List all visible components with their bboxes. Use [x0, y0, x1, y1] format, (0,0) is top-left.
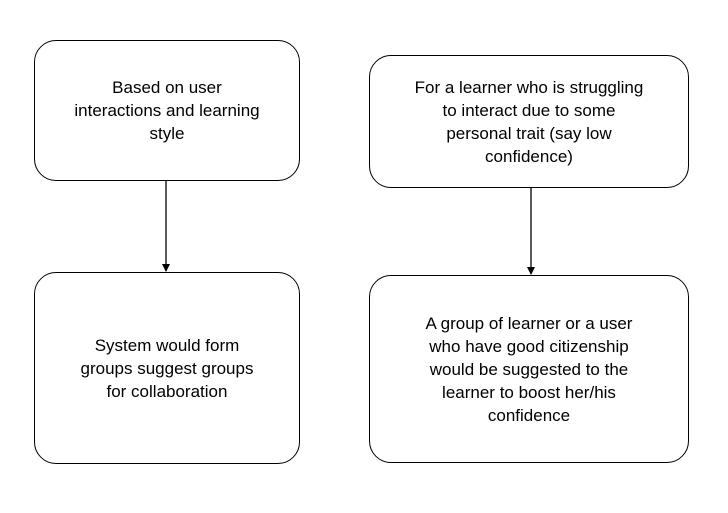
box-system-groups-text: System would form groups suggest groups … [80, 335, 254, 401]
box-system-groups: System would form groups suggest groups … [34, 272, 300, 464]
box-user-interactions: Based on user interactions and learning … [34, 40, 300, 181]
box-suggested-group-text: A group of learner or a user who have go… [425, 313, 633, 425]
box-user-interactions-text: Based on user interactions and learning … [74, 78, 260, 143]
box-struggling-learner-text: For a learner who is struggling to inter… [414, 77, 644, 166]
box-suggested-group: A group of learner or a user who have go… [369, 275, 689, 463]
box-struggling-learner: For a learner who is struggling to inter… [369, 55, 689, 188]
